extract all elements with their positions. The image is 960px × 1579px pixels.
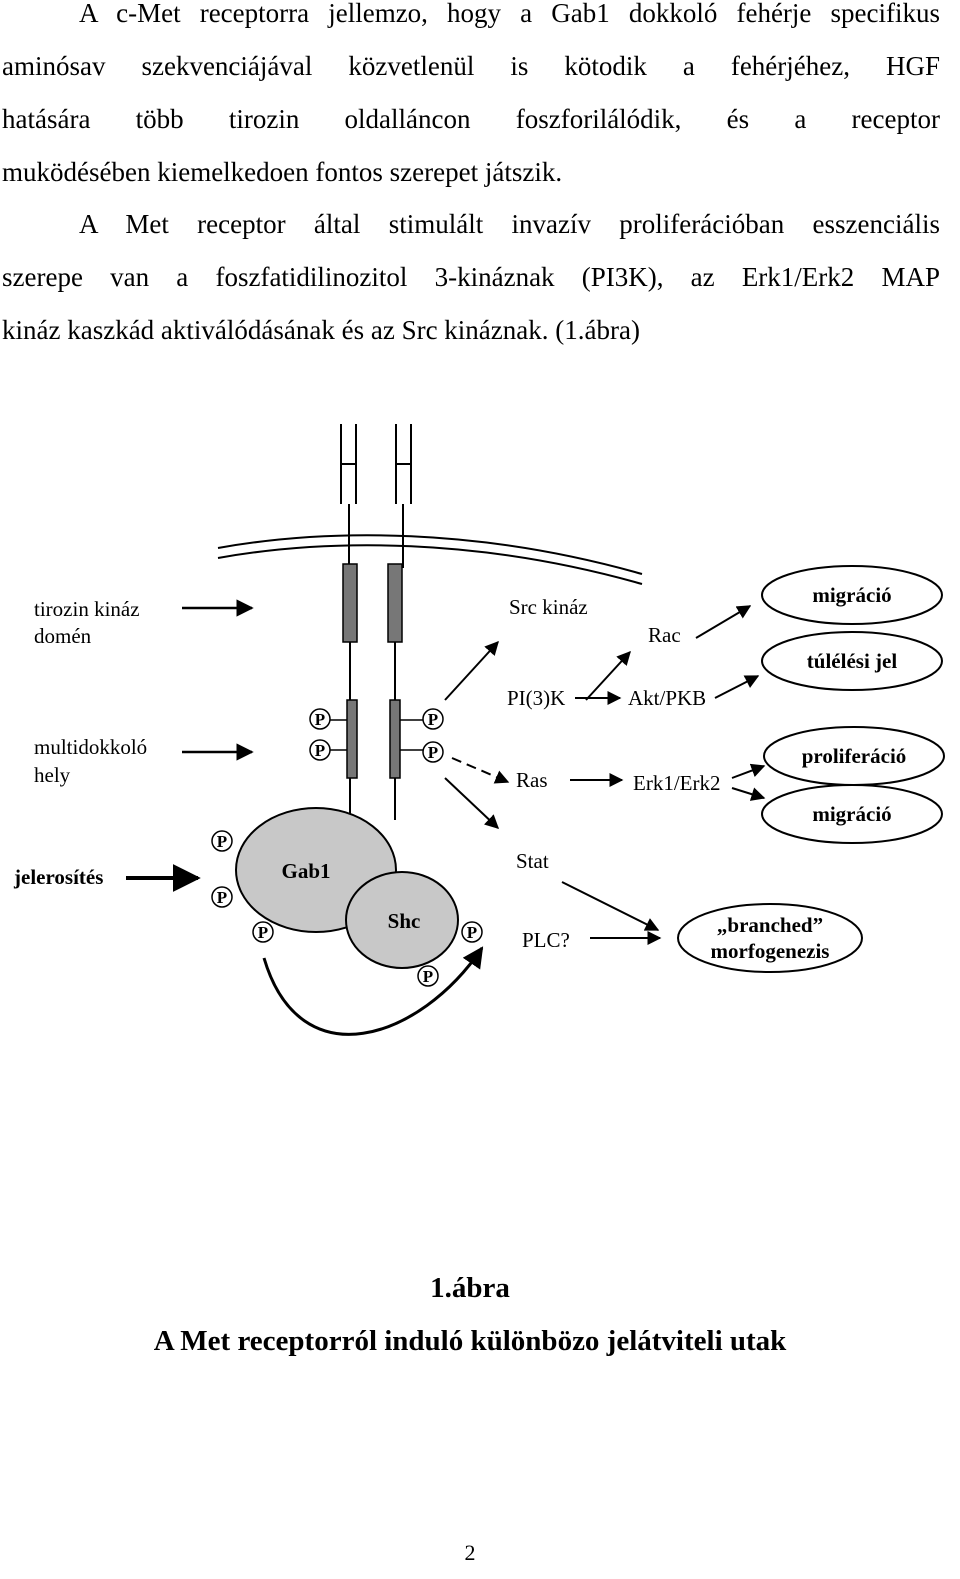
rac-label: Rac xyxy=(648,623,681,647)
svg-text:P: P xyxy=(315,741,325,760)
src-kinaz-label: Src kináz xyxy=(509,595,588,619)
multidokkolo-label: multidokkoló xyxy=(34,735,147,759)
text-line: aminósav szekvenciájával közvetlenül is … xyxy=(2,51,940,81)
text-line: A Met receptor által stimulált invazív p… xyxy=(79,209,940,239)
phospho-circle: P xyxy=(309,708,331,730)
gab1-label: Gab1 xyxy=(281,859,330,883)
shc-label: Shc xyxy=(388,909,421,933)
svg-text:P: P xyxy=(258,923,268,942)
svg-text:P: P xyxy=(428,710,438,729)
migracio2-label: migráció xyxy=(812,802,891,826)
intro-paragraph: A c-Met receptorra jellemzo, hogy a Gab1… xyxy=(2,0,940,199)
migracio-ellipse xyxy=(761,565,943,625)
text-line: kináz kaszkád aktiválódásának és az Src … xyxy=(2,315,640,345)
migracio-label: migráció xyxy=(812,583,891,607)
phospho-circle: P xyxy=(422,741,444,763)
phospho-circle: P xyxy=(252,921,274,943)
amplification-loop-arrow xyxy=(262,946,484,1036)
jelerosites-label: jelerosítés xyxy=(13,865,103,889)
branched-label: „branched” xyxy=(717,913,823,937)
tuleles-label: túlélési jel xyxy=(807,649,898,673)
phospho-circle: P xyxy=(211,886,233,908)
phospho-circle: P xyxy=(309,739,331,761)
morfogenezis-label: morfogenezis xyxy=(711,939,830,963)
svg-text:P: P xyxy=(217,832,227,851)
erk-label: Erk1/Erk2 xyxy=(633,771,720,795)
shc-protein xyxy=(345,871,459,969)
phospho-circle: P xyxy=(461,921,483,943)
text-line: szerepe van a foszfatidilinozitol 3-kiná… xyxy=(2,262,940,292)
svg-text:P: P xyxy=(467,923,477,942)
page-number: 2 xyxy=(464,1540,476,1565)
tuleles-ellipse xyxy=(761,631,943,691)
text-line: muködésében kiemelkedoen fontos szerepet… xyxy=(2,157,563,187)
akt-pkb-label: Akt/PKB xyxy=(628,686,706,710)
branched-ellipse xyxy=(677,903,863,973)
phospho-group: P P P P P P P P P xyxy=(211,708,483,987)
kinase-domain xyxy=(342,563,403,643)
migracio2-ellipse xyxy=(761,784,943,844)
svg-text:P: P xyxy=(217,888,227,907)
second-paragraph: A Met receptor által stimulált invazív p… xyxy=(2,198,940,357)
figure-title: A Met receptorról induló különbözo jelát… xyxy=(153,1325,787,1357)
phospho-circle: P xyxy=(211,830,233,852)
plc-label: PLC? xyxy=(522,928,570,952)
phospho-circle: P xyxy=(422,708,444,730)
svg-text:P: P xyxy=(423,967,433,986)
text-line: A c-Met receptorra jellemzo, hogy a Gab1… xyxy=(79,0,940,28)
receptor-intracellular xyxy=(349,642,396,820)
pathway-arrows xyxy=(444,605,766,945)
phospho-circle: P xyxy=(417,965,439,987)
svg-text:P: P xyxy=(428,743,438,762)
figure-number: 1.ábra xyxy=(430,1272,510,1304)
phospho-links xyxy=(330,719,423,751)
met-signaling-figure: tirozin kináz domén multidokkoló hely je… xyxy=(13,424,945,1036)
tirozin-kinaz-label: tirozin kináz xyxy=(34,597,140,621)
hely-label: hely xyxy=(34,763,71,787)
ras-label: Ras xyxy=(516,768,548,792)
domen-label: domén xyxy=(34,624,92,648)
multidocking-site xyxy=(346,699,401,779)
svg-text:P: P xyxy=(315,710,325,729)
stat-label: Stat xyxy=(516,849,549,873)
text-line: hatására több tirozin oldalláncon foszfo… xyxy=(2,104,940,134)
pi3k-label: PI(3)K xyxy=(507,686,565,710)
cell-membrane xyxy=(217,534,643,585)
proliferacio-label: proliferáció xyxy=(802,744,907,768)
